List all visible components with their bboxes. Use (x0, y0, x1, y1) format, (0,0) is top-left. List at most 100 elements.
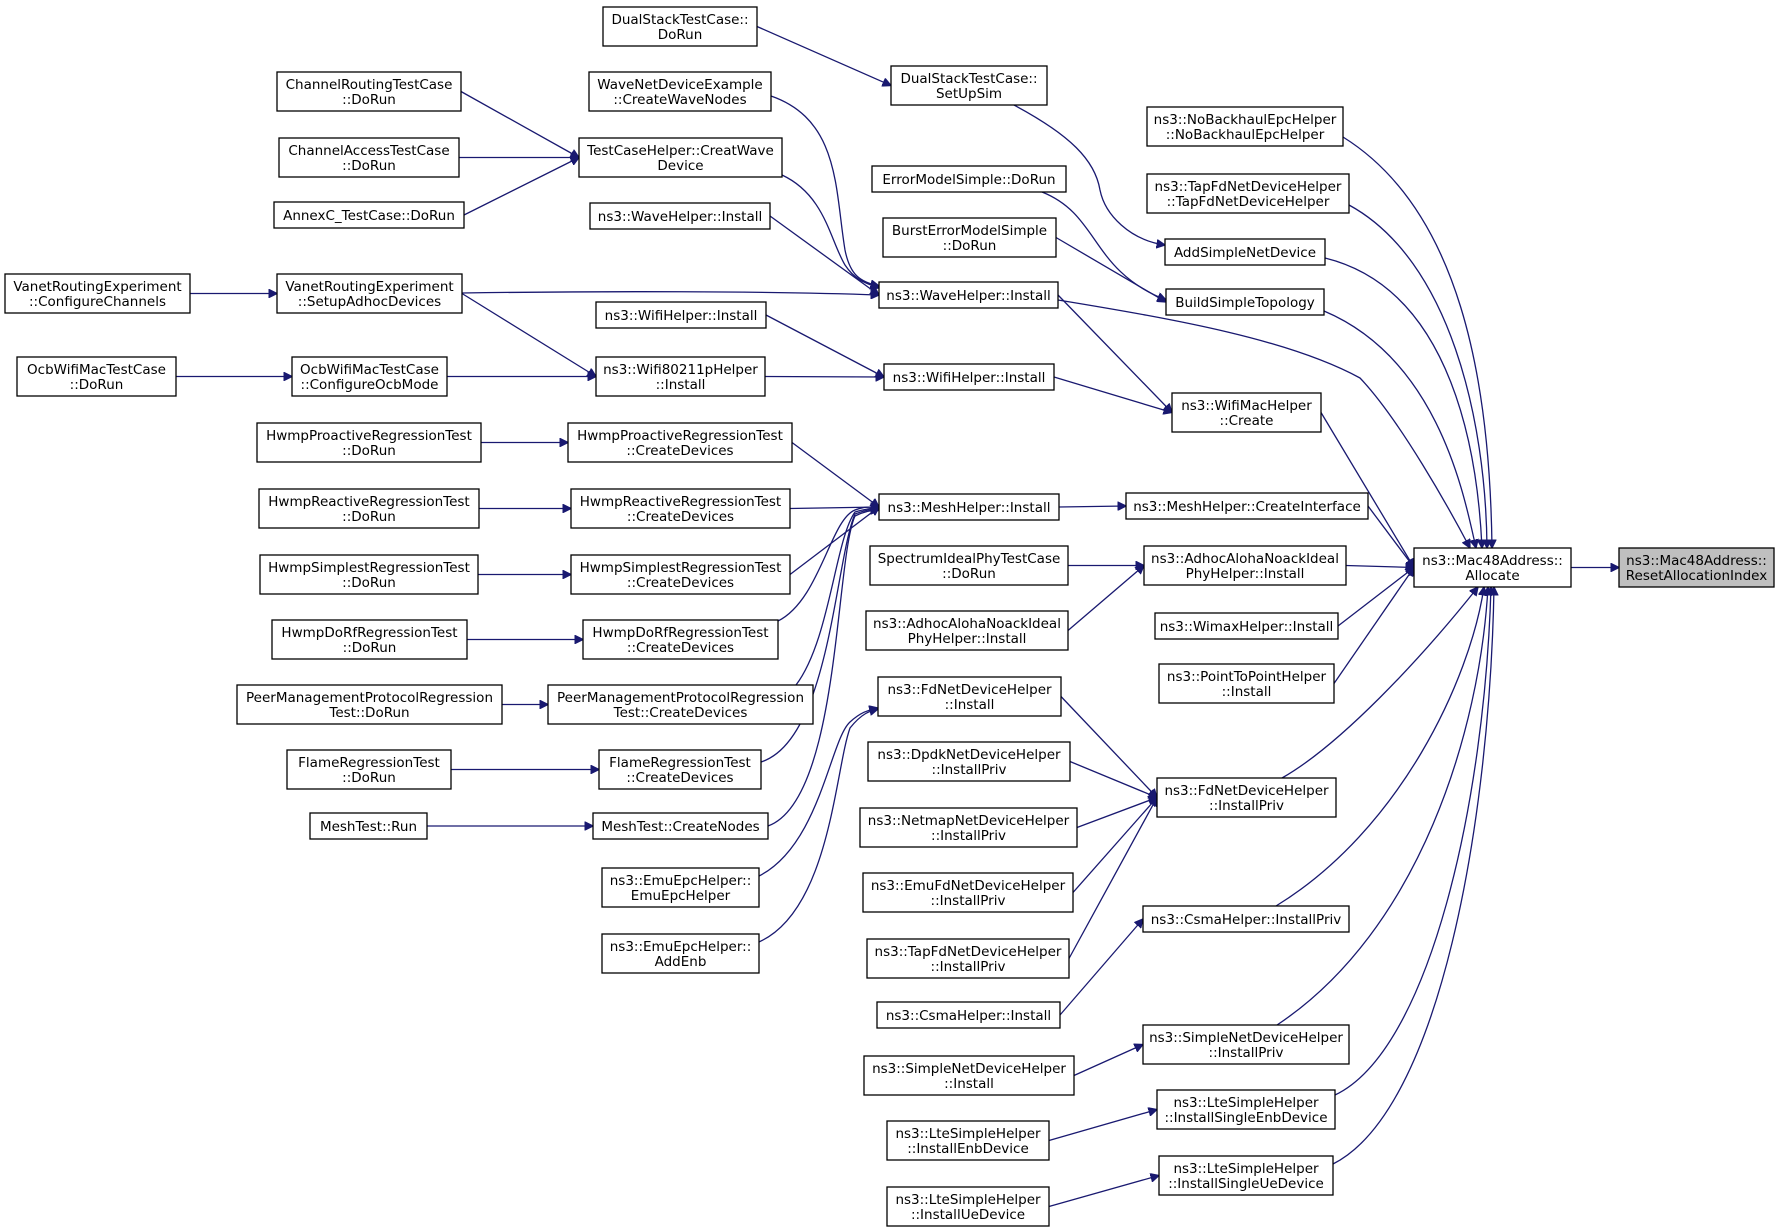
node-box (276, 71, 462, 112)
node-box (878, 493, 1060, 521)
node-label: HwmpDoRfRegressionTest (592, 625, 768, 641)
node-label: ::CreateDevices (627, 640, 734, 656)
node-csmainst[interactable]: ns3::CsmaHelper::Install (876, 1001, 1061, 1029)
node-hwmpsimprun[interactable]: HwmpSimplestRegressionTest::DoRun (259, 554, 479, 595)
node-adhocphy2[interactable]: ns3::AdhocAlohaNoackIdealPhyHelper::Inst… (865, 610, 1069, 651)
node-label: ns3::FdNetDeviceHelper (1164, 783, 1329, 799)
node-waveinst[interactable]: ns3::WaveHelper::Install (878, 281, 1059, 309)
node-wavenetex[interactable]: WaveNetDeviceExample::CreateWaveNodes (588, 71, 772, 112)
node-label: HwmpReactiveRegressionTest (268, 494, 469, 510)
node-vanetsetup[interactable]: VanetRoutingExperiment::SetupAdhocDevice… (276, 273, 463, 314)
node-ltesue[interactable]: ns3::LteSimpleHelper::InstallSingleUeDev… (1158, 1155, 1334, 1196)
node-dualsetup[interactable]: DualStackTestCase::SetUpSim (890, 65, 1048, 106)
node-specideal[interactable]: SpectrumIdealPhyTestCase::DoRun (869, 545, 1069, 586)
node-box (890, 65, 1048, 106)
node-bursterr[interactable]: BurstErrorModelSimple::DoRun (882, 217, 1057, 258)
node-tapfdpriv[interactable]: ns3::TapFdNetDeviceHelper::InstallPriv (866, 938, 1070, 979)
node-label: ns3::CsmaHelper::InstallPriv (1151, 912, 1341, 928)
node-label: ::CreateDevices (626, 770, 733, 786)
node-label: ResetAllocationIndex (1626, 568, 1767, 584)
node-label: ns3::SimpleNetDeviceHelper (1149, 1030, 1343, 1046)
node-vanetcfg[interactable]: VanetRoutingExperiment::ConfigureChannel… (4, 273, 191, 314)
node-alloc[interactable]: ns3::Mac48Address::Allocate (1413, 547, 1572, 588)
node-lteuedev[interactable]: ns3::LteSimpleHelper::InstallUeDevice (886, 1186, 1050, 1227)
node-meshinst[interactable]: ns3::MeshHelper::Install (878, 493, 1060, 521)
node-lteenbdev[interactable]: ns3::LteSimpleHelper::InstallEnbDevice (886, 1120, 1050, 1161)
edge-simplepriv-to-alloc (1276, 587, 1488, 1026)
node-label: ::CreateDevices (627, 509, 734, 525)
node-fdpriv[interactable]: ns3::FdNetDeviceHelper::InstallPriv (1156, 777, 1337, 818)
node-label: ns3::DpdkNetDeviceHelper (877, 747, 1061, 763)
node-label: PhyHelper::Install (908, 631, 1027, 647)
node-wimax[interactable]: ns3::WimaxHelper::Install (1154, 612, 1339, 640)
node-box (1125, 492, 1369, 520)
node-simpleinst[interactable]: ns3::SimpleNetDeviceHelper::Install (863, 1055, 1075, 1096)
node-box (578, 137, 783, 178)
node-meshtestrun[interactable]: MeshTest::Run (309, 812, 428, 840)
node-tapfdhelper[interactable]: ns3::TapFdNetDeviceHelper::TapFdNetDevic… (1146, 173, 1350, 214)
node-wifiinst2[interactable]: ns3::WifiHelper::Install (883, 363, 1055, 391)
node-hwmpdorfrun[interactable]: HwmpDoRfRegressionTest::DoRun (271, 619, 468, 660)
node-adhocphy[interactable]: ns3::AdhocAlohaNoackIdealPhyHelper::Inst… (1143, 545, 1347, 586)
node-csmapriv[interactable]: ns3::CsmaHelper::InstallPriv (1142, 905, 1350, 933)
node-ltesenb[interactable]: ns3::LteSimpleHelper::InstallSingleEnbDe… (1156, 1089, 1336, 1130)
node-wifi80211p[interactable]: ns3::Wifi80211pHelper::Install (595, 356, 766, 397)
node-ocbrun[interactable]: OcbWifiMacTestCase::DoRun (16, 356, 177, 397)
node-hwmpsimpcd[interactable]: HwmpSimplestRegressionTest::CreateDevice… (570, 554, 791, 595)
node-simplepriv[interactable]: ns3::SimpleNetDeviceHelper::InstallPriv (1142, 1024, 1350, 1065)
node-label: ns3::WaveHelper::Install (886, 288, 1050, 304)
node-wifimac[interactable]: ns3::WifiMacHelper::Create (1171, 392, 1322, 433)
node-chaccess[interactable]: ChannelAccessTestCase::DoRun (278, 137, 460, 178)
node-box (582, 619, 779, 660)
node-flamerun[interactable]: FlameRegressionTest::DoRun (286, 749, 452, 790)
node-label: WaveNetDeviceExample (597, 77, 763, 93)
node-label: ns3::LteSimpleHelper (1173, 1161, 1319, 1177)
node-peermgmtcd[interactable]: PeerManagementProtocolRegressionTest::Cr… (547, 684, 814, 725)
node-emuepcadd[interactable]: ns3::EmuEpcHelper::AddEnb (601, 933, 760, 974)
node-label: ns3::Mac48Address:: (1626, 553, 1767, 569)
node-box (1143, 545, 1347, 586)
node-box (278, 137, 460, 178)
node-netmap[interactable]: ns3::NetmapNetDeviceHelper::InstallPriv (859, 807, 1078, 848)
node-flamecd[interactable]: FlameRegressionTest::CreateDevices (598, 749, 762, 790)
node-p2p[interactable]: ns3::PointToPointHelper::Install (1158, 663, 1335, 704)
node-chroute[interactable]: ChannelRoutingTestCase::DoRun (276, 71, 462, 112)
node-box (286, 749, 452, 790)
edge-chroute-to-tchelper (460, 90, 579, 158)
node-wavehelperinst[interactable]: ns3::WaveHelper::Install (589, 202, 771, 230)
node-label: ::InstallSingleEnbDevice (1164, 1110, 1327, 1126)
edge-bursterr-to-buildsimple (1055, 236, 1166, 303)
node-box (256, 422, 482, 463)
node-wifihelperinst[interactable]: ns3::WifiHelper::Install (595, 301, 767, 329)
node-dpdk[interactable]: ns3::DpdkNetDeviceHelper::InstallPriv (867, 741, 1071, 782)
node-reset[interactable]: ns3::Mac48Address::ResetAllocationIndex (1618, 547, 1775, 588)
edge-netmap-to-fdpriv (1076, 798, 1157, 829)
node-label: HwmpSimplestRegressionTest (268, 560, 470, 576)
node-dualrun[interactable]: DualStackTestCase::DoRun (602, 6, 758, 47)
node-label: ns3::FdNetDeviceHelper (887, 682, 1052, 698)
node-buildsimple[interactable]: BuildSimpleTopology (1165, 288, 1325, 316)
edge-tchelper-to-waveinst (781, 174, 879, 288)
node-nobackhaul[interactable]: ns3::NoBackhaulEpcHelper::NoBackhaulEpcH… (1146, 106, 1344, 147)
node-annexc[interactable]: AnnexC_TestCase::DoRun (273, 201, 465, 229)
node-emuepc[interactable]: ns3::EmuEpcHelper::EmuEpcHelper (601, 867, 760, 908)
node-hwmpreactrun[interactable]: HwmpReactiveRegressionTest::DoRun (258, 488, 480, 529)
node-fdinst[interactable]: ns3::FdNetDeviceHelper::Install (877, 676, 1062, 717)
node-box (1156, 1089, 1336, 1130)
node-hwmpdorfcd[interactable]: HwmpDoRfRegressionTest::CreateDevices (582, 619, 779, 660)
node-hwmpproactcd[interactable]: HwmpProactiveRegressionTest::CreateDevic… (567, 422, 793, 463)
node-peermgmtrun[interactable]: PeerManagementProtocolRegressionTest::Do… (236, 684, 503, 725)
node-ocbcfg[interactable]: OcbWifiMacTestCase::ConfigureOcbMode (291, 356, 448, 397)
node-hwmpreactcd[interactable]: HwmpReactiveRegressionTest::CreateDevice… (570, 488, 791, 529)
node-box (1413, 547, 1572, 588)
node-addsimple[interactable]: AddSimpleNetDevice (1164, 238, 1326, 266)
node-meshci[interactable]: ns3::MeshHelper::CreateInterface (1125, 492, 1369, 520)
node-meshtestcn[interactable]: MeshTest::CreateNodes (592, 812, 769, 840)
node-hwmpproactrun[interactable]: HwmpProactiveRegressionTest::DoRun (256, 422, 482, 463)
node-emufd[interactable]: ns3::EmuFdNetDeviceHelper::InstallPriv (862, 872, 1074, 913)
node-errsimple[interactable]: ErrorModelSimple::DoRun (871, 165, 1067, 193)
edge-p2p-to-alloc (1333, 568, 1414, 684)
node-label: ::NoBackhaulEpcHelper (1166, 127, 1325, 143)
